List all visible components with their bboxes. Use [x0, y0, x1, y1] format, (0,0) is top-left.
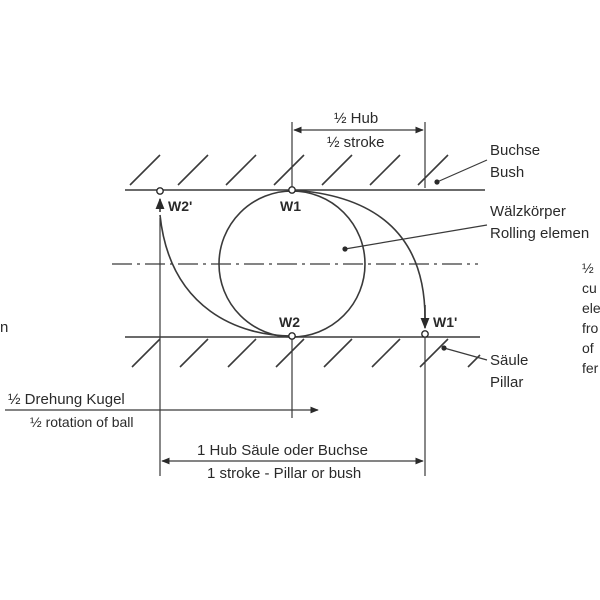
- pillar-en-label: Pillar: [490, 374, 523, 391]
- right-fragment-6: fer: [582, 360, 599, 376]
- bush-en-label: Bush: [490, 164, 524, 181]
- pillar-de-label: Säule: [490, 352, 528, 369]
- rolling-center-dot: [342, 246, 348, 252]
- label-w1: W1: [280, 198, 301, 214]
- half-stroke-label: ½ stroke: [327, 134, 385, 151]
- point-w1p-marker: [421, 330, 429, 338]
- full-stroke-de-label: 1 Hub Säule oder Buchse: [197, 442, 368, 459]
- right-fragment-4: fro: [582, 320, 599, 336]
- half-hub-label: ½ Hub: [334, 110, 378, 127]
- half-rotation-en-label: ½ rotation of ball: [30, 414, 134, 430]
- point-w2-marker: [288, 332, 296, 340]
- rolling-en-label: Rolling elemen: [490, 225, 589, 242]
- right-fragment-1: ½: [582, 260, 594, 276]
- right-fragment-2: cu: [582, 280, 597, 296]
- label-w1p: W1': [433, 314, 457, 330]
- leader-bush: [436, 159, 488, 183]
- pillar-leader-dot: [441, 345, 447, 351]
- bush-hatching: [129, 154, 449, 186]
- rolling-de-label: Wälzkörper: [490, 203, 566, 220]
- point-w2p-marker: [156, 187, 164, 195]
- point-w1-marker: [288, 186, 296, 194]
- right-fragment-5: of: [582, 340, 594, 356]
- bush-de-label: Buchse: [490, 142, 540, 159]
- left-edge-fragment: n: [0, 319, 8, 336]
- right-fragment-3: ele: [582, 300, 600, 316]
- bush-leader-dot: [434, 179, 440, 185]
- full-stroke-en-label: 1 stroke - Pillar or bush: [207, 465, 361, 482]
- label-w2: W2: [279, 314, 300, 330]
- leader-pillar: [443, 347, 488, 361]
- half-rotation-de-label: ½ Drehung Kugel: [8, 391, 125, 408]
- leader-rolling-element: [344, 224, 488, 250]
- trajectory-w1-to-w1p: [291, 189, 426, 319]
- label-w2p: W2': [168, 198, 192, 214]
- pillar-hatching: [131, 338, 481, 368]
- trajectory-w2-to-w2p: [159, 214, 293, 337]
